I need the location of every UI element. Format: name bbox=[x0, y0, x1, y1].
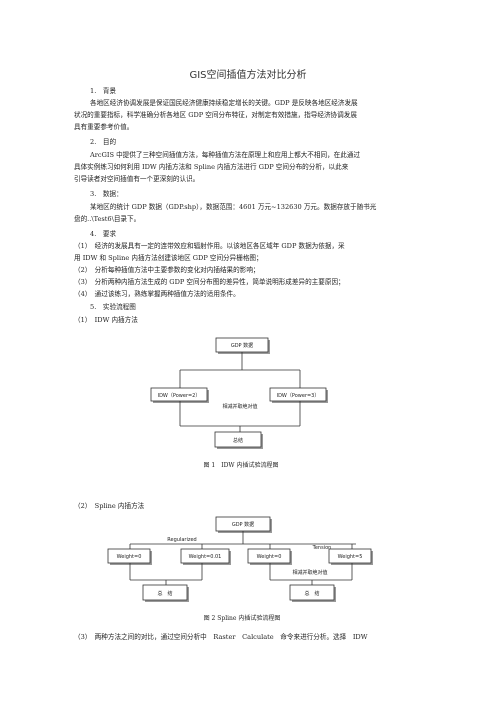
spline-node-label: Weight=0 bbox=[117, 554, 142, 560]
body-line: ArcGIS 中提供了三种空间插值方法，每种插值方法在原理上和应用上都大不相同，… bbox=[90, 151, 361, 159]
requirement-item: （2） 分析每种插值方法中主要参数的变化对内插结果的影响； bbox=[74, 266, 260, 274]
body-line: 具有重要参考价值。 bbox=[74, 123, 134, 131]
figure-2-caption: 图 2 Spline 内插试验流程图 bbox=[204, 614, 281, 622]
spline-subtract-label: 相减并取绝对值 bbox=[292, 569, 327, 576]
spline-node-summary-right-label: 总 结 bbox=[304, 590, 319, 597]
idw-node-gdp-data-label: GDP 数据 bbox=[231, 342, 253, 349]
body-line: 盘的..\Test6\目录下。 bbox=[74, 215, 141, 223]
spline-node-regularized-weight-0 bbox=[107, 548, 151, 564]
idw-node-power-2-label: IDW（Power=2） bbox=[158, 393, 201, 399]
requirement-item: （3） 分析两种内插方法生成的 GDP 空间分布图的差异性，简单说明形成差异的主… bbox=[74, 278, 345, 286]
spline-node-regularized-weight-0.01 bbox=[180, 548, 230, 564]
idw-subtract-label: 相减并取绝对值 bbox=[222, 403, 257, 410]
spline-node-summary-right bbox=[289, 584, 335, 601]
section-3-heading: 3. 数据： bbox=[90, 190, 123, 198]
spline-node-tension-weight-0 bbox=[247, 548, 291, 564]
spline-node-label: Weight=0 bbox=[257, 554, 282, 560]
idw-node-power-3-label: IDW（Power=3） bbox=[277, 393, 320, 399]
idw-node-power-2 bbox=[150, 387, 208, 402]
body-line: 状况的重要指标，科学准确分析各地区 GDP 空间分布特征，对制定有效措施，指导经… bbox=[74, 111, 357, 119]
spline-node-summary-left bbox=[142, 584, 188, 601]
section-5-heading: 5. 实验流程图 bbox=[90, 303, 136, 311]
spline-flowchart: GDP 数据 Regularized Tension Weight=0 Weig… bbox=[107, 516, 373, 622]
body-line: 用 IDW 和 Spline 内插方法创建该地区 GDP 空间分异栅格图； bbox=[74, 254, 263, 262]
spline-node-label: Weight=5 bbox=[338, 554, 363, 560]
idw-node-power-3 bbox=[269, 387, 327, 402]
requirement-item: （1） 经济的发展具有一定的连带效应和辐射作用。以该地区各区域年 GDP 数据为… bbox=[74, 242, 345, 250]
page-title: GIS空间插值方法对比分析 bbox=[189, 70, 307, 81]
spline-node-tension-weight-5 bbox=[328, 548, 372, 564]
section-1-heading: 1. 背景 bbox=[90, 87, 117, 95]
spline-node-label: Weight=0.01 bbox=[189, 554, 222, 560]
body-line: （3） 两种方法之间的对比，通过空间分析中 Raster Calculate 命… bbox=[74, 633, 368, 641]
body-line: 具体实例练习如何利用 IDW 内插方法和 Spline 内插方法进行 GDP 空… bbox=[74, 163, 349, 171]
branch-tension-label: Tension bbox=[312, 545, 332, 551]
idw-node-summary bbox=[214, 431, 262, 448]
requirement-item: （4） 通过该练习，熟练掌握两种插值方法的适用条件。 bbox=[74, 290, 240, 298]
section-2-heading: 2. 目的 bbox=[90, 138, 117, 146]
body-line: 某地区的统计 GDP 数据（GDP.shp），数据范围：4601 万元~1326… bbox=[90, 203, 377, 211]
subsection-heading: （1） IDW 内插方法 bbox=[74, 316, 138, 324]
section-4-heading: 4. 要求 bbox=[90, 230, 117, 238]
branch-regularized-label: Regularized bbox=[167, 537, 196, 543]
body-line: 各地区经济协调发展是保证国民经济健康持续稳定增长的关键。GDP 是反映各地区经济… bbox=[90, 99, 358, 107]
figure-1-caption: 图 1 IDW 内插试验流程图 bbox=[204, 461, 279, 469]
spline-node-gdp-data-label: GDP 数据 bbox=[232, 521, 254, 528]
spline-node-summary-left-label: 总 结 bbox=[157, 590, 172, 597]
subsection-heading: （2） Spline 内插方法 bbox=[74, 502, 145, 510]
idw-flowchart: GDP 数据 IDW（Power=2） IDW（Power=3） 相减并取绝对值… bbox=[150, 337, 328, 469]
idw-node-summary-label: 总结 bbox=[233, 437, 243, 444]
body-line: 引导读者对空间插值有一个更深刻的认识。 bbox=[74, 175, 200, 183]
